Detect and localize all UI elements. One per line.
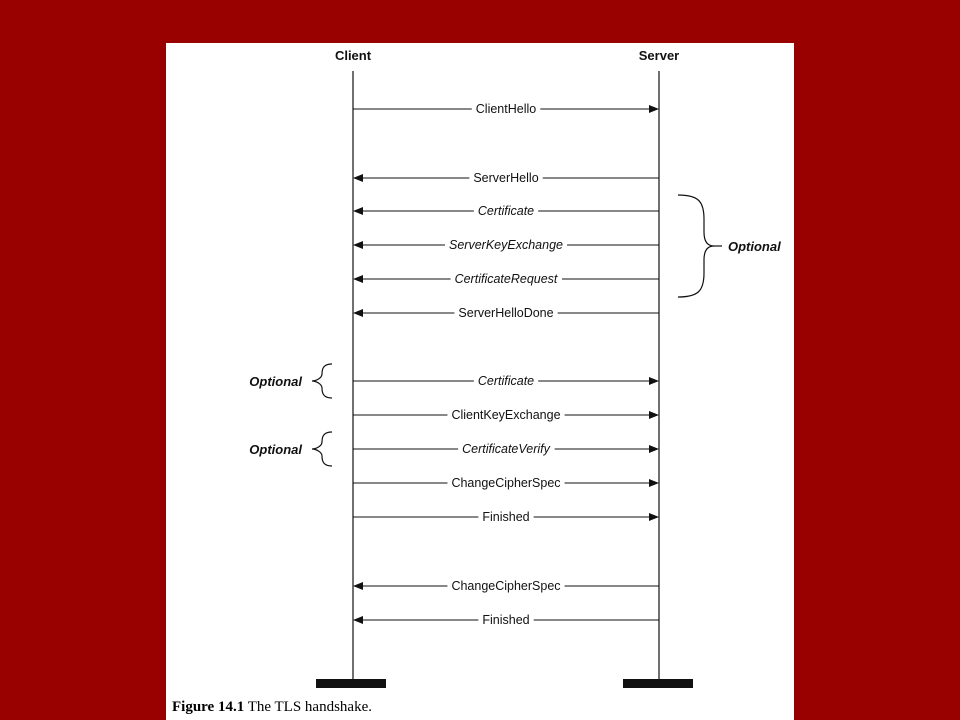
client-label: Client bbox=[335, 48, 372, 63]
message-label-bg bbox=[450, 271, 562, 287]
message-label: ChangeCipherSpec bbox=[451, 476, 560, 490]
message-1: ClientHello bbox=[353, 101, 659, 117]
message-12: ChangeCipherSpec bbox=[353, 578, 659, 594]
optional-group-1: Optional bbox=[677, 194, 781, 298]
message-label: Certificate bbox=[478, 204, 534, 218]
message-label: Certificate bbox=[478, 374, 534, 388]
message-label-bg bbox=[447, 407, 565, 423]
server-lifeline-end bbox=[623, 679, 693, 688]
caption-text: The TLS handshake. bbox=[247, 699, 372, 715]
message-label-bg bbox=[471, 101, 541, 117]
optional-group-3: Optional bbox=[249, 431, 333, 467]
message-label-bg bbox=[473, 373, 539, 389]
message-label: ClientHello bbox=[476, 102, 536, 116]
figure-caption: Figure 14.1 The TLS handshake. bbox=[172, 699, 372, 716]
message-list: ClientHelloServerHelloCertificateServerK… bbox=[353, 101, 659, 628]
message-4: ServerKeyExchange bbox=[353, 237, 659, 253]
message-label: Finished bbox=[482, 613, 529, 627]
message-8: ClientKeyExchange bbox=[353, 407, 659, 423]
optional-label: Optional bbox=[728, 239, 781, 254]
message-label: ServerHelloDone bbox=[458, 306, 553, 320]
message-label-bg bbox=[454, 305, 558, 321]
brace-icon bbox=[677, 194, 715, 298]
brace-icon bbox=[311, 363, 333, 399]
message-2: ServerHello bbox=[353, 170, 659, 186]
message-label-bg bbox=[447, 578, 565, 594]
message-11: Finished bbox=[353, 509, 659, 525]
message-label-bg bbox=[478, 612, 534, 628]
message-label-bg bbox=[478, 509, 534, 525]
optional-label: Optional bbox=[249, 442, 302, 457]
message-label: CertificateVerify bbox=[462, 442, 551, 456]
message-7: Certificate bbox=[353, 373, 659, 389]
message-6: ServerHelloDone bbox=[353, 305, 659, 321]
message-10: ChangeCipherSpec bbox=[353, 475, 659, 491]
message-label: ServerKeyExchange bbox=[449, 238, 563, 252]
caption-number: Figure 14.1 bbox=[172, 699, 245, 715]
message-label: ClientKeyExchange bbox=[451, 408, 560, 422]
brace-icon bbox=[311, 431, 333, 467]
message-label: ServerHello bbox=[473, 171, 538, 185]
message-3: Certificate bbox=[353, 203, 659, 219]
message-label: CertificateRequest bbox=[455, 272, 558, 286]
message-label-bg bbox=[445, 237, 568, 253]
message-label-bg bbox=[473, 203, 539, 219]
optional-group-2: Optional bbox=[249, 363, 333, 399]
server-label: Server bbox=[639, 48, 679, 63]
message-label-bg bbox=[469, 170, 543, 186]
message-label-bg bbox=[458, 441, 555, 457]
optional-label: Optional bbox=[249, 374, 302, 389]
message-label: ChangeCipherSpec bbox=[451, 579, 560, 593]
message-label: Finished bbox=[482, 510, 529, 524]
client-lifeline-end bbox=[316, 679, 386, 688]
message-9: CertificateVerify bbox=[353, 441, 659, 457]
message-label-bg bbox=[447, 475, 565, 491]
message-13: Finished bbox=[353, 612, 659, 628]
sequence-diagram: Client Server ClientHelloServerHelloCert… bbox=[249, 48, 781, 688]
message-5: CertificateRequest bbox=[353, 271, 659, 287]
